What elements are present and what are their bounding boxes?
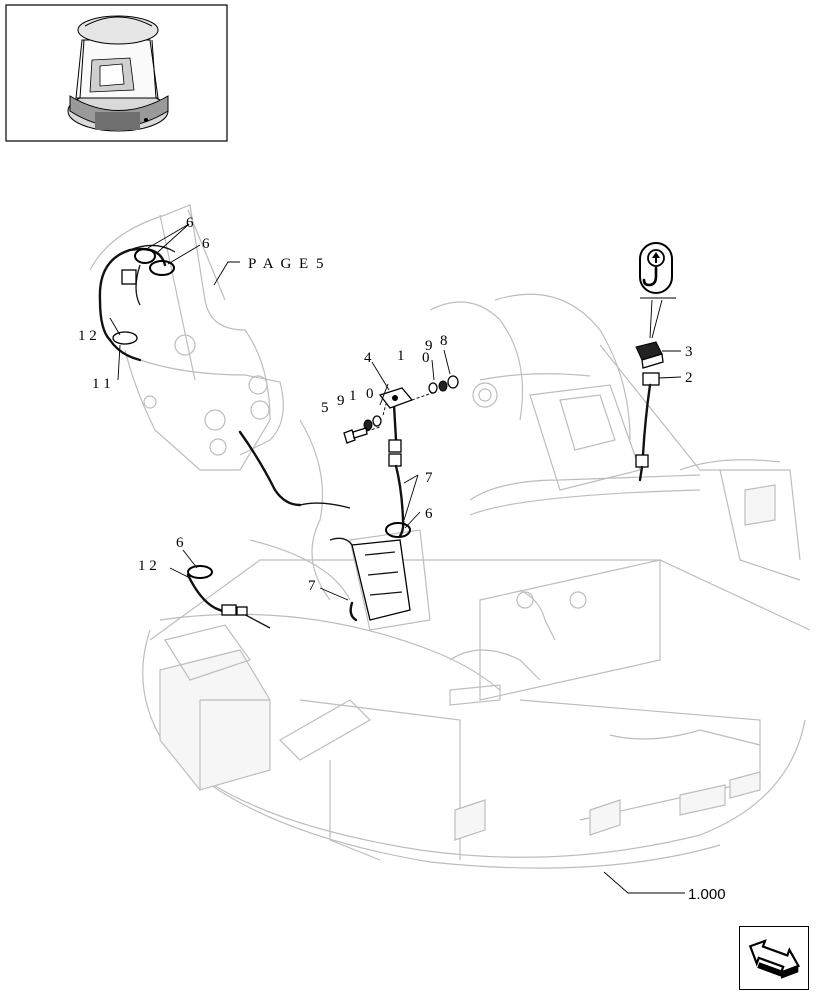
next-arrow-icon — [748, 939, 801, 979]
callout-12b: 1 2 — [138, 558, 157, 574]
callout-7a: 7 — [425, 470, 433, 486]
callout-6d: 6 — [176, 535, 184, 551]
callout-labels: 6 6 1 2 1 1 4 1 0 9 8 5 9 1 0 3 2 7 6 6 … — [78, 215, 726, 903]
callout-11: 1 1 — [92, 376, 111, 392]
callout-9b: 9 — [337, 393, 345, 409]
callout-10b-1: 1 — [349, 388, 357, 404]
callout-10a-1: 1 — [397, 348, 405, 364]
hook-symbol-icon — [639, 242, 676, 299]
callout-6a: 6 — [186, 215, 194, 231]
callout-8: 8 — [440, 333, 448, 349]
callout-7b: 7 — [308, 578, 316, 594]
hardware-parts — [343, 375, 459, 444]
page-reference: P A G E 5 — [248, 256, 325, 272]
callout-4: 4 — [364, 350, 372, 366]
leader-lines — [109, 223, 685, 894]
callout-2: 2 — [685, 370, 693, 386]
callout-5: 5 — [321, 400, 329, 416]
callout-3: 3 — [685, 344, 693, 360]
assembly-reference: 1.000 — [688, 886, 726, 903]
callout-10b-0: 0 — [366, 386, 374, 402]
callout-9a: 9 — [425, 338, 433, 354]
callout-6b: 6 — [202, 236, 210, 252]
wiring-harness — [98, 244, 664, 629]
callout-6c: 6 — [425, 506, 433, 522]
machine-frame-ghost — [89, 204, 811, 869]
next-page-button[interactable] — [739, 926, 809, 990]
callout-12a: 1 2 — [78, 328, 97, 344]
overview-thumbnail — [5, 4, 228, 142]
callout-10a-0: 0 — [422, 350, 430, 366]
